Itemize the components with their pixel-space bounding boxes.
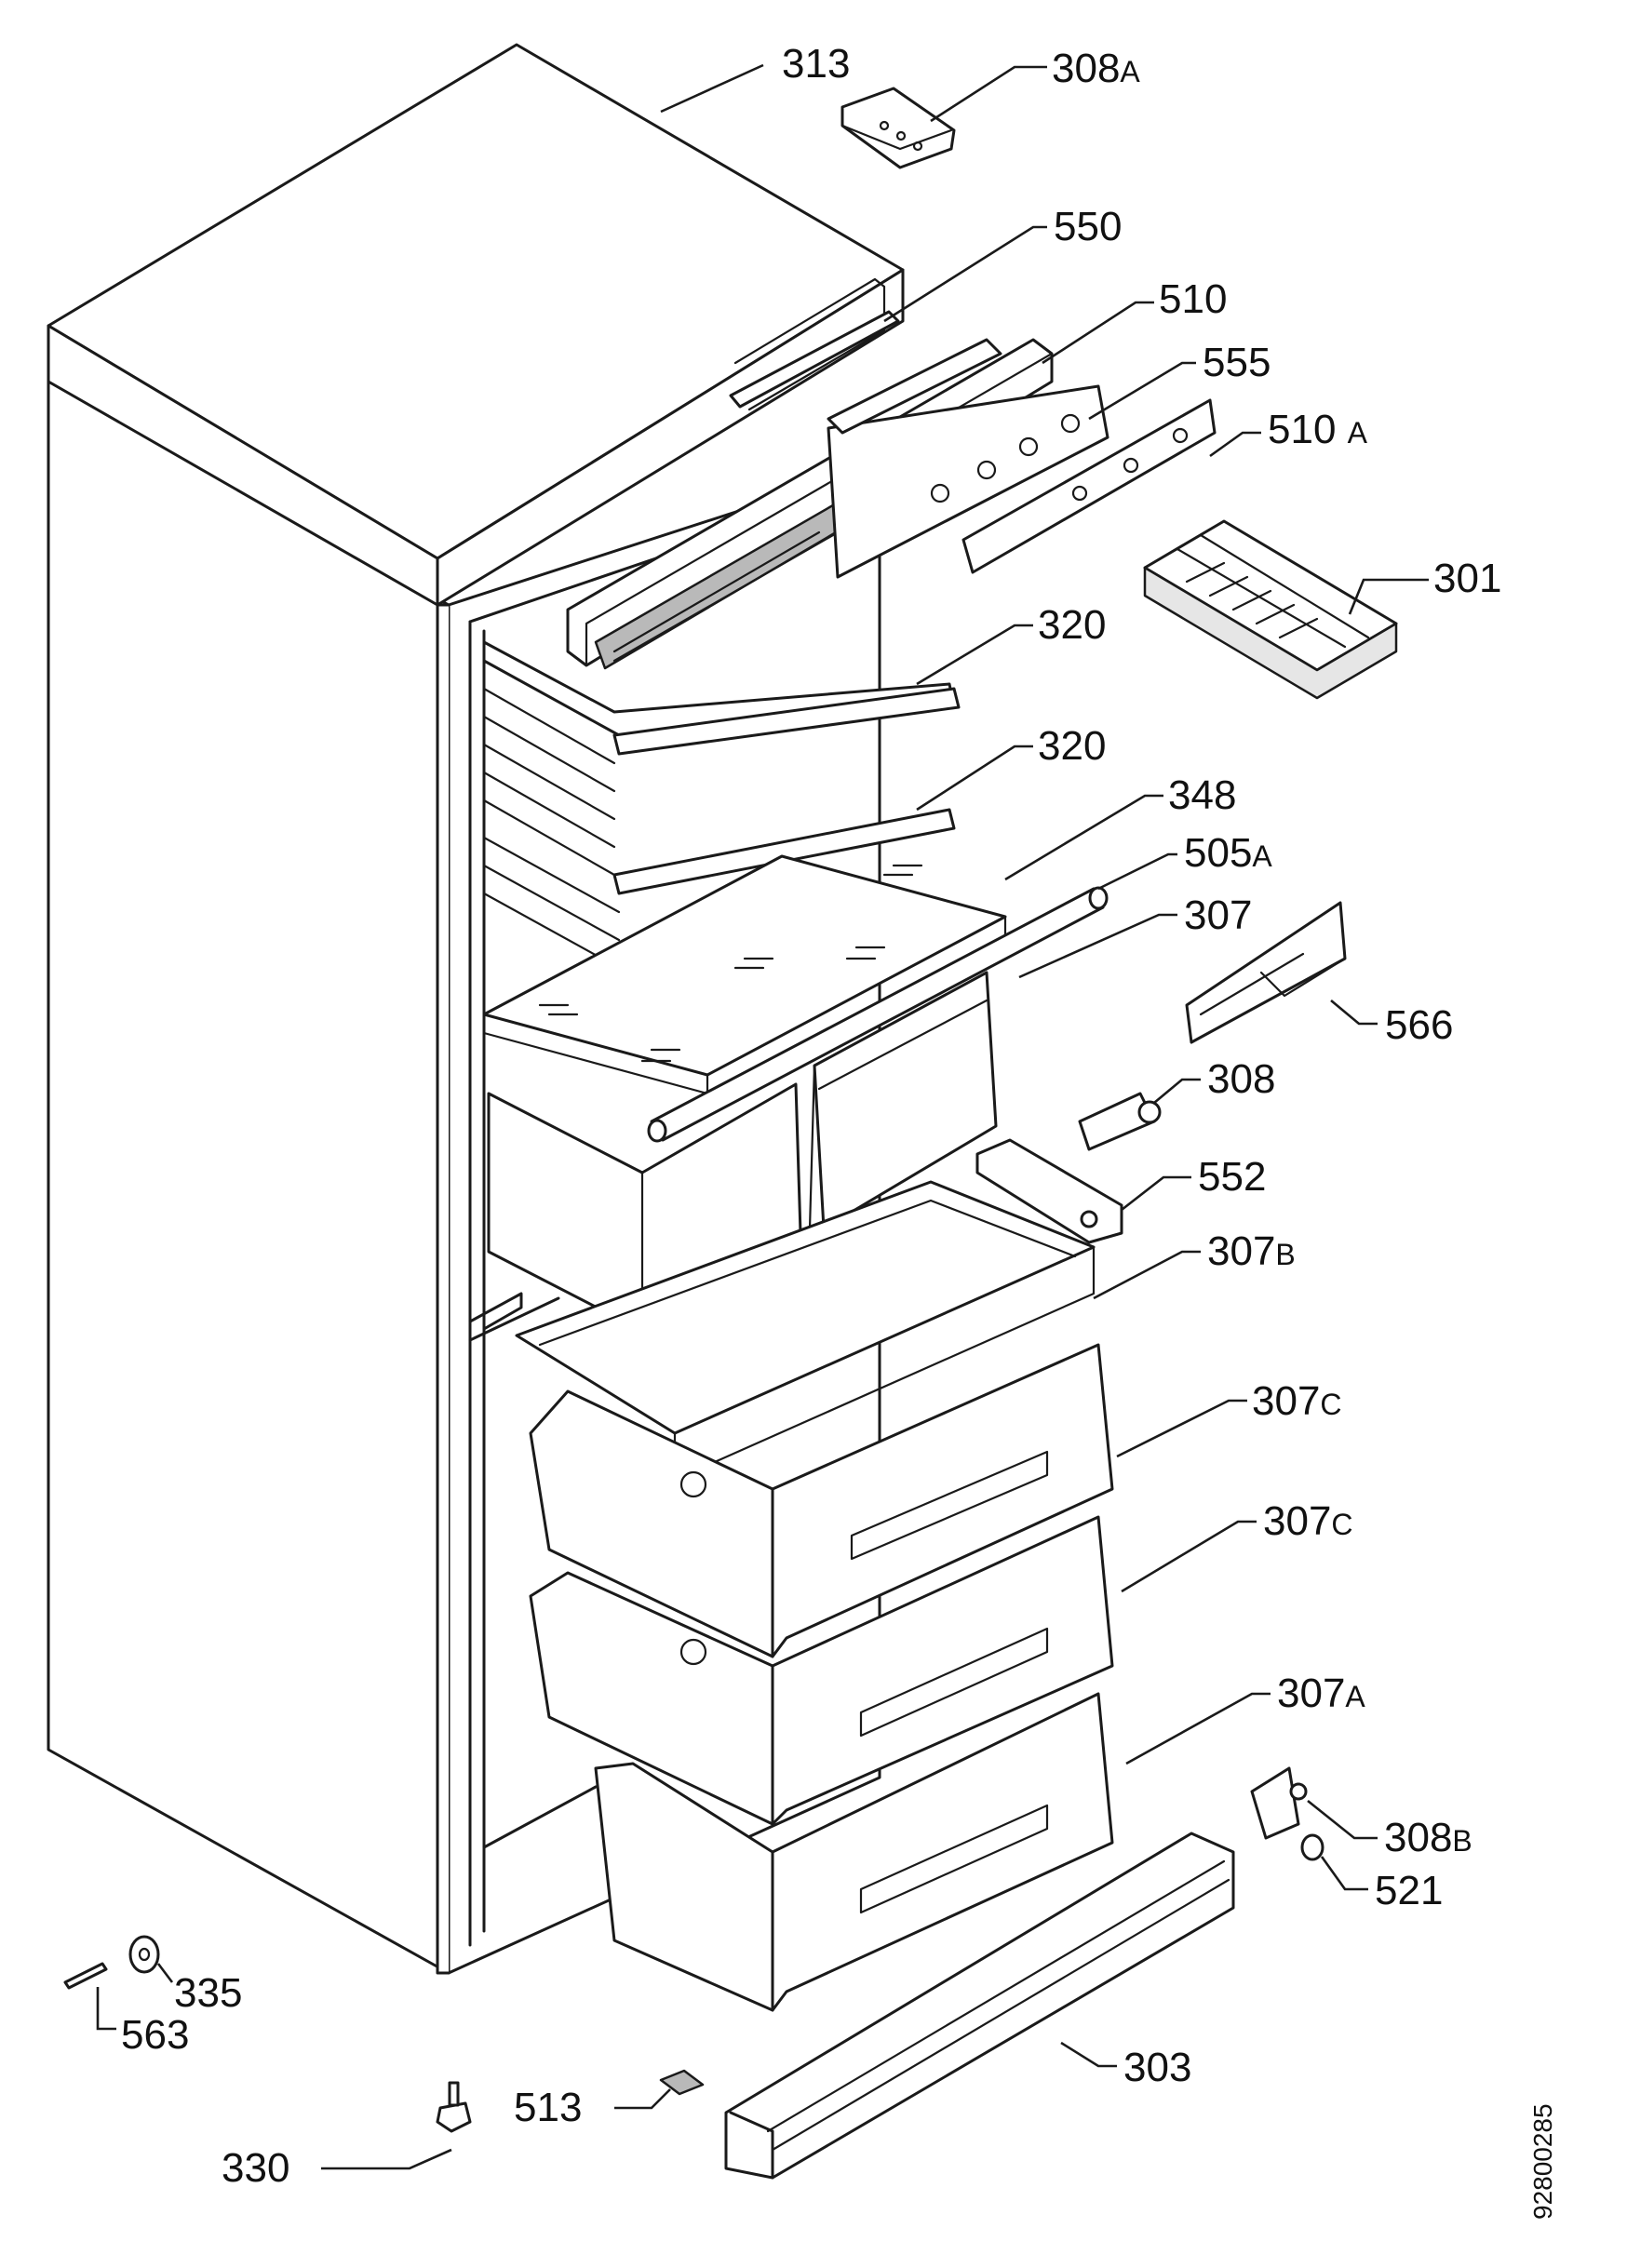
callout-335: 335 bbox=[174, 1970, 243, 2016]
callout-566: 566 bbox=[1385, 1002, 1454, 1048]
callout-555: 555 bbox=[1203, 340, 1271, 385]
kickplate-part bbox=[724, 1832, 1235, 2180]
callout-308: 308 bbox=[1207, 1056, 1276, 1102]
callout-313: 313 bbox=[782, 41, 851, 87]
freezer-drawer-top-part bbox=[529, 1343, 1114, 1658]
callout-320-upper: 320 bbox=[1038, 602, 1107, 648]
callout-510A: 510 A bbox=[1268, 407, 1367, 452]
pin-part bbox=[63, 1962, 108, 1990]
cover-cap-part bbox=[1300, 1833, 1324, 1861]
wire-shelf-lower-part bbox=[482, 808, 956, 970]
callout-307B: 307B bbox=[1207, 1228, 1296, 1274]
shelf-support-part bbox=[1185, 901, 1347, 1044]
callout-513: 513 bbox=[514, 2085, 583, 2130]
callout-521: 521 bbox=[1375, 1868, 1444, 1913]
evaporator-panel-part bbox=[566, 310, 1217, 670]
callout-348: 348 bbox=[1168, 772, 1237, 818]
callout-330: 330 bbox=[222, 2145, 290, 2191]
callout-550: 550 bbox=[1054, 204, 1123, 249]
callout-510: 510 bbox=[1159, 276, 1228, 322]
callout-307A: 307A bbox=[1277, 1671, 1365, 1716]
cabinet-body bbox=[47, 380, 881, 1975]
callout-307C-top: 307C bbox=[1252, 1378, 1342, 1424]
spacer-part bbox=[128, 1935, 160, 1974]
leader-lines bbox=[96, 63, 1429, 2170]
glass-shelf-part bbox=[482, 854, 1007, 1095]
callout-505A: 505A bbox=[1184, 830, 1272, 876]
shelf-rail-part bbox=[647, 886, 1109, 1143]
drawer-rail-part bbox=[975, 1138, 1123, 1244]
callout-320-lower: 320 bbox=[1038, 723, 1107, 769]
wire-shelf-upper-part bbox=[482, 640, 961, 877]
freezer-drawer-middle-part bbox=[529, 1515, 1114, 1826]
callout-307: 307 bbox=[1184, 892, 1253, 938]
callout-552: 552 bbox=[1198, 1154, 1267, 1200]
callout-563: 563 bbox=[121, 2012, 190, 2058]
ice-tray-part bbox=[1143, 519, 1398, 700]
callout-303: 303 bbox=[1123, 2045, 1192, 2090]
hinge-top-part bbox=[840, 87, 956, 169]
callout-301: 301 bbox=[1433, 556, 1502, 601]
callout-308B: 308B bbox=[1384, 1815, 1472, 1860]
callout-307C-middle: 307C bbox=[1263, 1498, 1353, 1544]
document-number: 92800285 bbox=[1528, 2103, 1557, 2220]
adjustable-foot-part bbox=[436, 2081, 472, 2133]
clip-part bbox=[659, 2069, 705, 2096]
callout-308A: 308A bbox=[1052, 46, 1140, 91]
freezer-drawer-bottom-part bbox=[594, 1692, 1114, 2012]
top-cover-part bbox=[47, 43, 905, 607]
hinge-bottom-part bbox=[1250, 1766, 1308, 1840]
hinge-middle-part bbox=[1078, 1092, 1162, 1151]
